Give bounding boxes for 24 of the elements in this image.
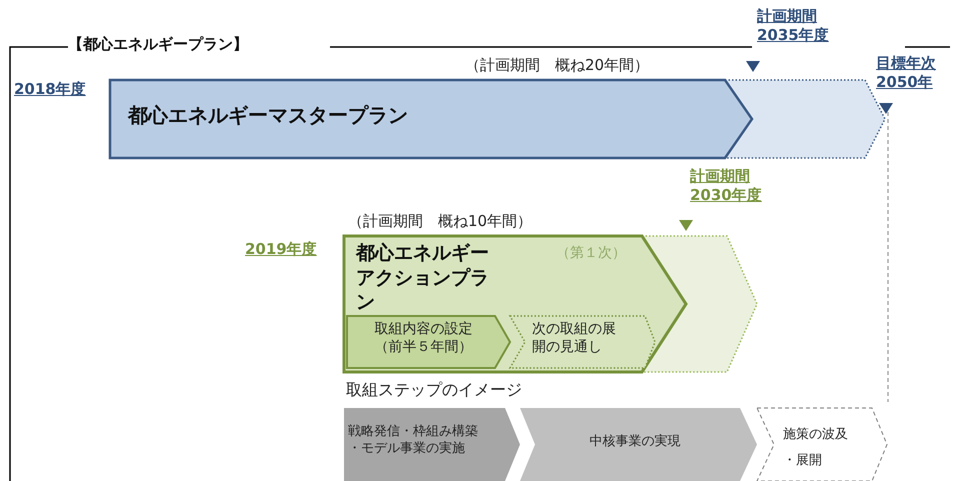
step-band	[757, 408, 887, 481]
plan-title: 中核事業の実現	[588, 434, 682, 451]
period-label: 計画期間2035年度	[757, 7, 830, 44]
step-band	[510, 316, 655, 368]
target-year-label: 目標年次2050年	[876, 54, 937, 92]
step-band	[344, 408, 520, 481]
period-note: （計画期間 概ね20年間）	[465, 56, 650, 75]
plan-title: 戦略発信・枠組み構築・モデル事業の実施	[348, 424, 479, 458]
plan-band	[344, 236, 686, 372]
section-heading: 取組ステップのイメージ	[346, 380, 522, 400]
plan-note: （第１次）	[556, 244, 627, 262]
step-band	[347, 316, 510, 368]
plan-band	[110, 80, 752, 158]
plan-title: 施策の波及・展開	[783, 426, 849, 470]
step-band	[520, 408, 757, 481]
period-label: 計画期間2030年度	[690, 167, 763, 204]
plan-title: 次の取組の展開の見通し	[532, 320, 617, 356]
year-label: 2018年度	[14, 80, 86, 99]
period-note: （計画期間 概ね10年間）	[348, 212, 532, 231]
year-label: 2019年度	[245, 240, 317, 259]
extension-band	[642, 236, 757, 372]
plan-title: 都心エネルギーアクションプラン	[356, 241, 490, 316]
plan-title: 都心エネルギーマスタープラン	[128, 102, 409, 128]
plan-title: 取組内容の設定（前半５年間）	[374, 320, 474, 356]
